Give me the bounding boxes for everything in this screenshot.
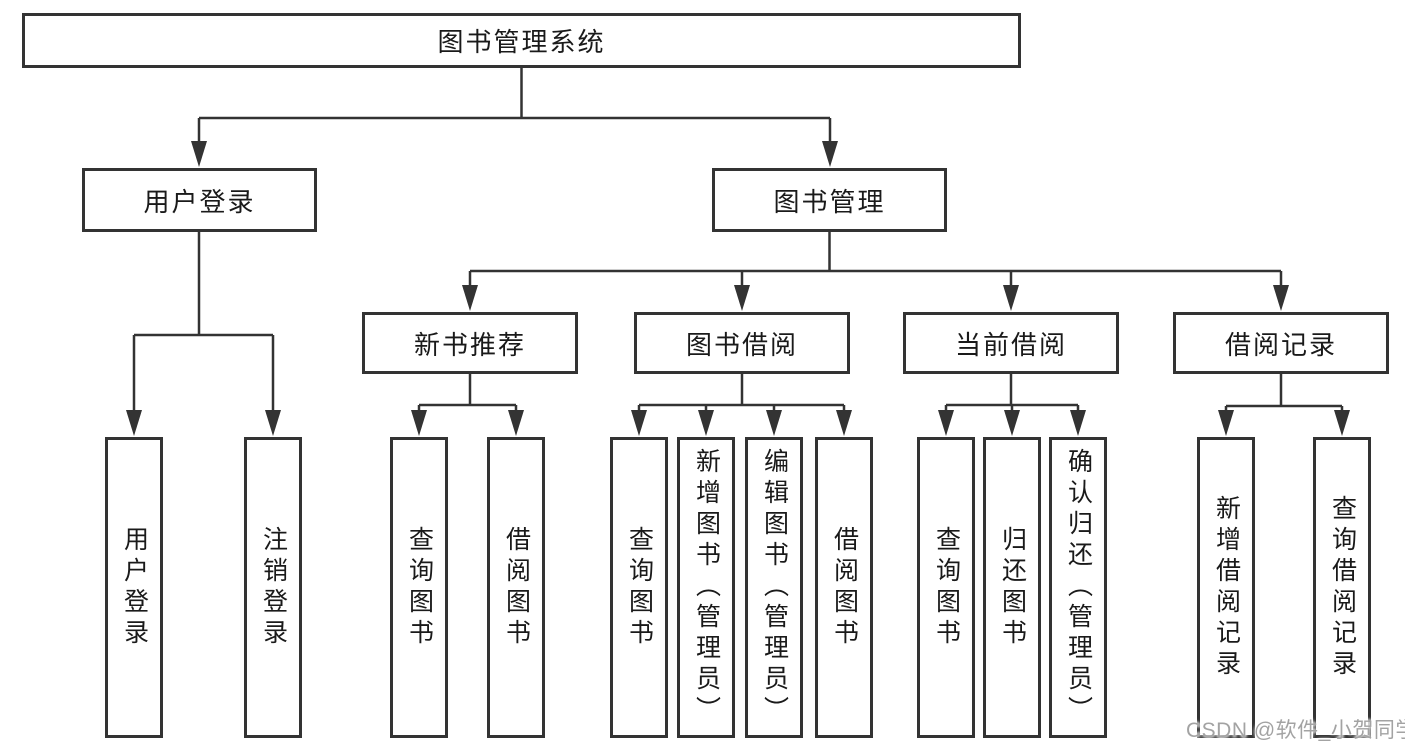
leaf-label: 查询图书: [932, 525, 961, 650]
node-label: 用户登录: [143, 186, 256, 217]
leaf-edit-books-admin: 编辑图书（管理员）: [745, 437, 803, 738]
leaf-add-borrow-record: 新增借阅记录: [1197, 437, 1255, 738]
leaf-label: 归还图书: [998, 525, 1027, 650]
leaf-label: 查询图书: [405, 525, 434, 650]
leaf-label: 新增借阅记录: [1212, 494, 1241, 681]
node-current-borrowing: 当前借阅: [903, 312, 1119, 374]
node-user-login: 用户登录: [82, 168, 317, 232]
leaf-label: 查询借阅记录: [1328, 494, 1357, 681]
leaf-borrow-books: 借阅图书: [815, 437, 873, 738]
leaf-label: 注销登录: [259, 525, 288, 650]
leaf-label: 新增图书（管理员）: [692, 448, 721, 727]
node-book-management: 图书管理: [712, 168, 947, 232]
node-borrowing-records: 借阅记录: [1173, 312, 1389, 374]
leaf-search-books: 查询图书: [917, 437, 975, 738]
leaf-label: 用户登录: [120, 525, 149, 650]
leaf-search-borrow-record: 查询借阅记录: [1313, 437, 1371, 738]
node-label: 借阅记录: [1224, 329, 1337, 360]
node-library-management-system: 图书管理系统: [22, 13, 1021, 68]
leaf-borrow-books: 借阅图书: [487, 437, 545, 738]
leaf-label: 确认归还（管理员）: [1064, 448, 1093, 727]
node-label: 图书借阅: [685, 329, 798, 360]
arrowheads: [126, 141, 1350, 436]
node-label: 图书管理系统: [437, 27, 606, 57]
leaf-search-books: 查询图书: [610, 437, 668, 738]
node-new-book-recommendation: 新书推荐: [362, 312, 578, 374]
leaf-confirm-return-admin: 确认归还（管理员）: [1049, 437, 1107, 738]
leaf-label: 编辑图书（管理员）: [760, 448, 789, 727]
leaf-search-books: 查询图书: [390, 437, 448, 738]
leaf-logout: 注销登录: [244, 437, 302, 738]
leaf-return-books: 归还图书: [983, 437, 1041, 738]
node-label: 新书推荐: [413, 329, 526, 360]
watermark-text: CSDN @软件_小贺同学: [1186, 719, 1405, 742]
leaf-label: 借阅图书: [830, 525, 859, 650]
leaf-add-books-admin: 新增图书（管理员）: [677, 437, 735, 738]
leaf-label: 查询图书: [625, 525, 654, 650]
leaf-user-login: 用户登录: [105, 437, 163, 738]
node-label: 当前借阅: [954, 329, 1067, 360]
node-label: 图书管理: [773, 186, 886, 217]
leaf-label: 借阅图书: [502, 525, 531, 650]
node-book-borrowing: 图书借阅: [634, 312, 850, 374]
